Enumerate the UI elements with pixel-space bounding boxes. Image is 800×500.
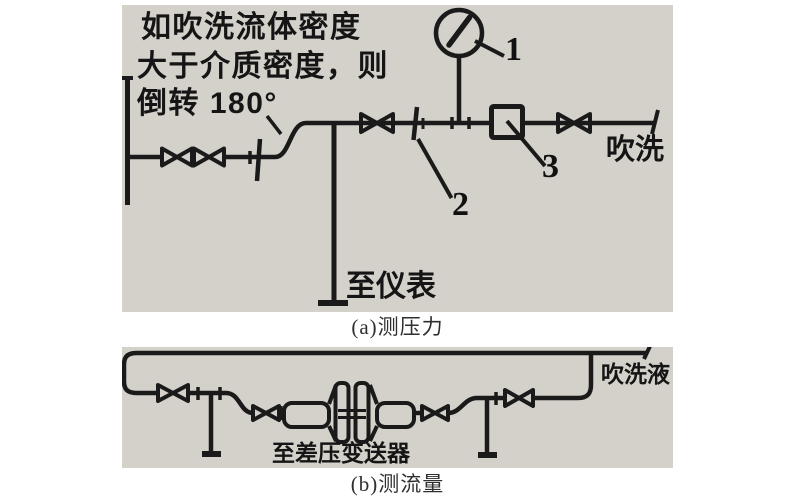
union-tick-icon: [254, 138, 263, 182]
process-pipe-icon: [122, 76, 133, 205]
left-drop-curve: [225, 390, 254, 416]
flow-piping-svg: [122, 347, 652, 458]
caption-panel-a: (a)测压力: [351, 315, 444, 339]
panel-a-pressure-diagram: [122, 5, 673, 312]
caption-panel-b: (b)测流量: [350, 472, 445, 496]
label-1-leader-line: [474, 39, 505, 58]
right-riser-pipe: [533, 353, 594, 401]
note-line-2: 大于介质密度，则: [137, 50, 389, 83]
instrument-tap-icon: [318, 123, 348, 306]
left-impulse-tap-icon: [202, 393, 221, 457]
right-orifice-valve-icon: [420, 404, 450, 422]
left-branch-joints: [188, 387, 226, 400]
pipe-end-tick-icon: [650, 109, 660, 135]
left-orifice-valve-icon: [251, 404, 281, 422]
purge-restrictor-icon: [489, 104, 547, 168]
right-impulse-tap-icon: [478, 398, 497, 458]
right-rise-curve: [447, 395, 478, 416]
right-purge-valve-icon: [503, 388, 535, 408]
to-instrument-label: 至仪表: [346, 270, 436, 303]
root-pipe-run: [127, 151, 275, 164]
label-purge-restrictor: 3: [542, 148, 559, 185]
label-pressure-gauge: 1: [505, 31, 522, 68]
note-line-3: 倒转 180°: [137, 87, 278, 120]
orifice-assembly-icon: [282, 381, 416, 444]
panel-b-flow-diagram: [122, 347, 673, 468]
shutoff-cock-icon: [411, 106, 425, 141]
invertible-elbow-icon: [274, 120, 307, 160]
left-purge-valve-icon: [156, 383, 190, 403]
purge-inlet-label: 吹洗: [606, 134, 665, 166]
root-valve-icon: [160, 146, 194, 168]
purge-liquid-label: 吹洗液: [601, 361, 670, 387]
purge-header-pipe: [122, 347, 652, 396]
note-leader-line: [265, 114, 283, 136]
gauge-tee-joints: [450, 117, 471, 129]
pressure-piping-svg: [122, 7, 660, 306]
main-valve-icon: [359, 112, 395, 134]
pressure-gauge-icon: [433, 7, 485, 123]
to-dp-transmitter-label: 至差压变送器: [272, 440, 410, 466]
note-line-1: 如吹洗流体密度: [141, 11, 362, 44]
label-shutoff-cock: 2: [452, 186, 469, 223]
purge-inlet-valve-icon: [556, 112, 592, 134]
label-2-leader-line: [416, 138, 454, 199]
root-valve-2-icon: [192, 146, 226, 168]
right-branch-joints: [477, 392, 505, 405]
